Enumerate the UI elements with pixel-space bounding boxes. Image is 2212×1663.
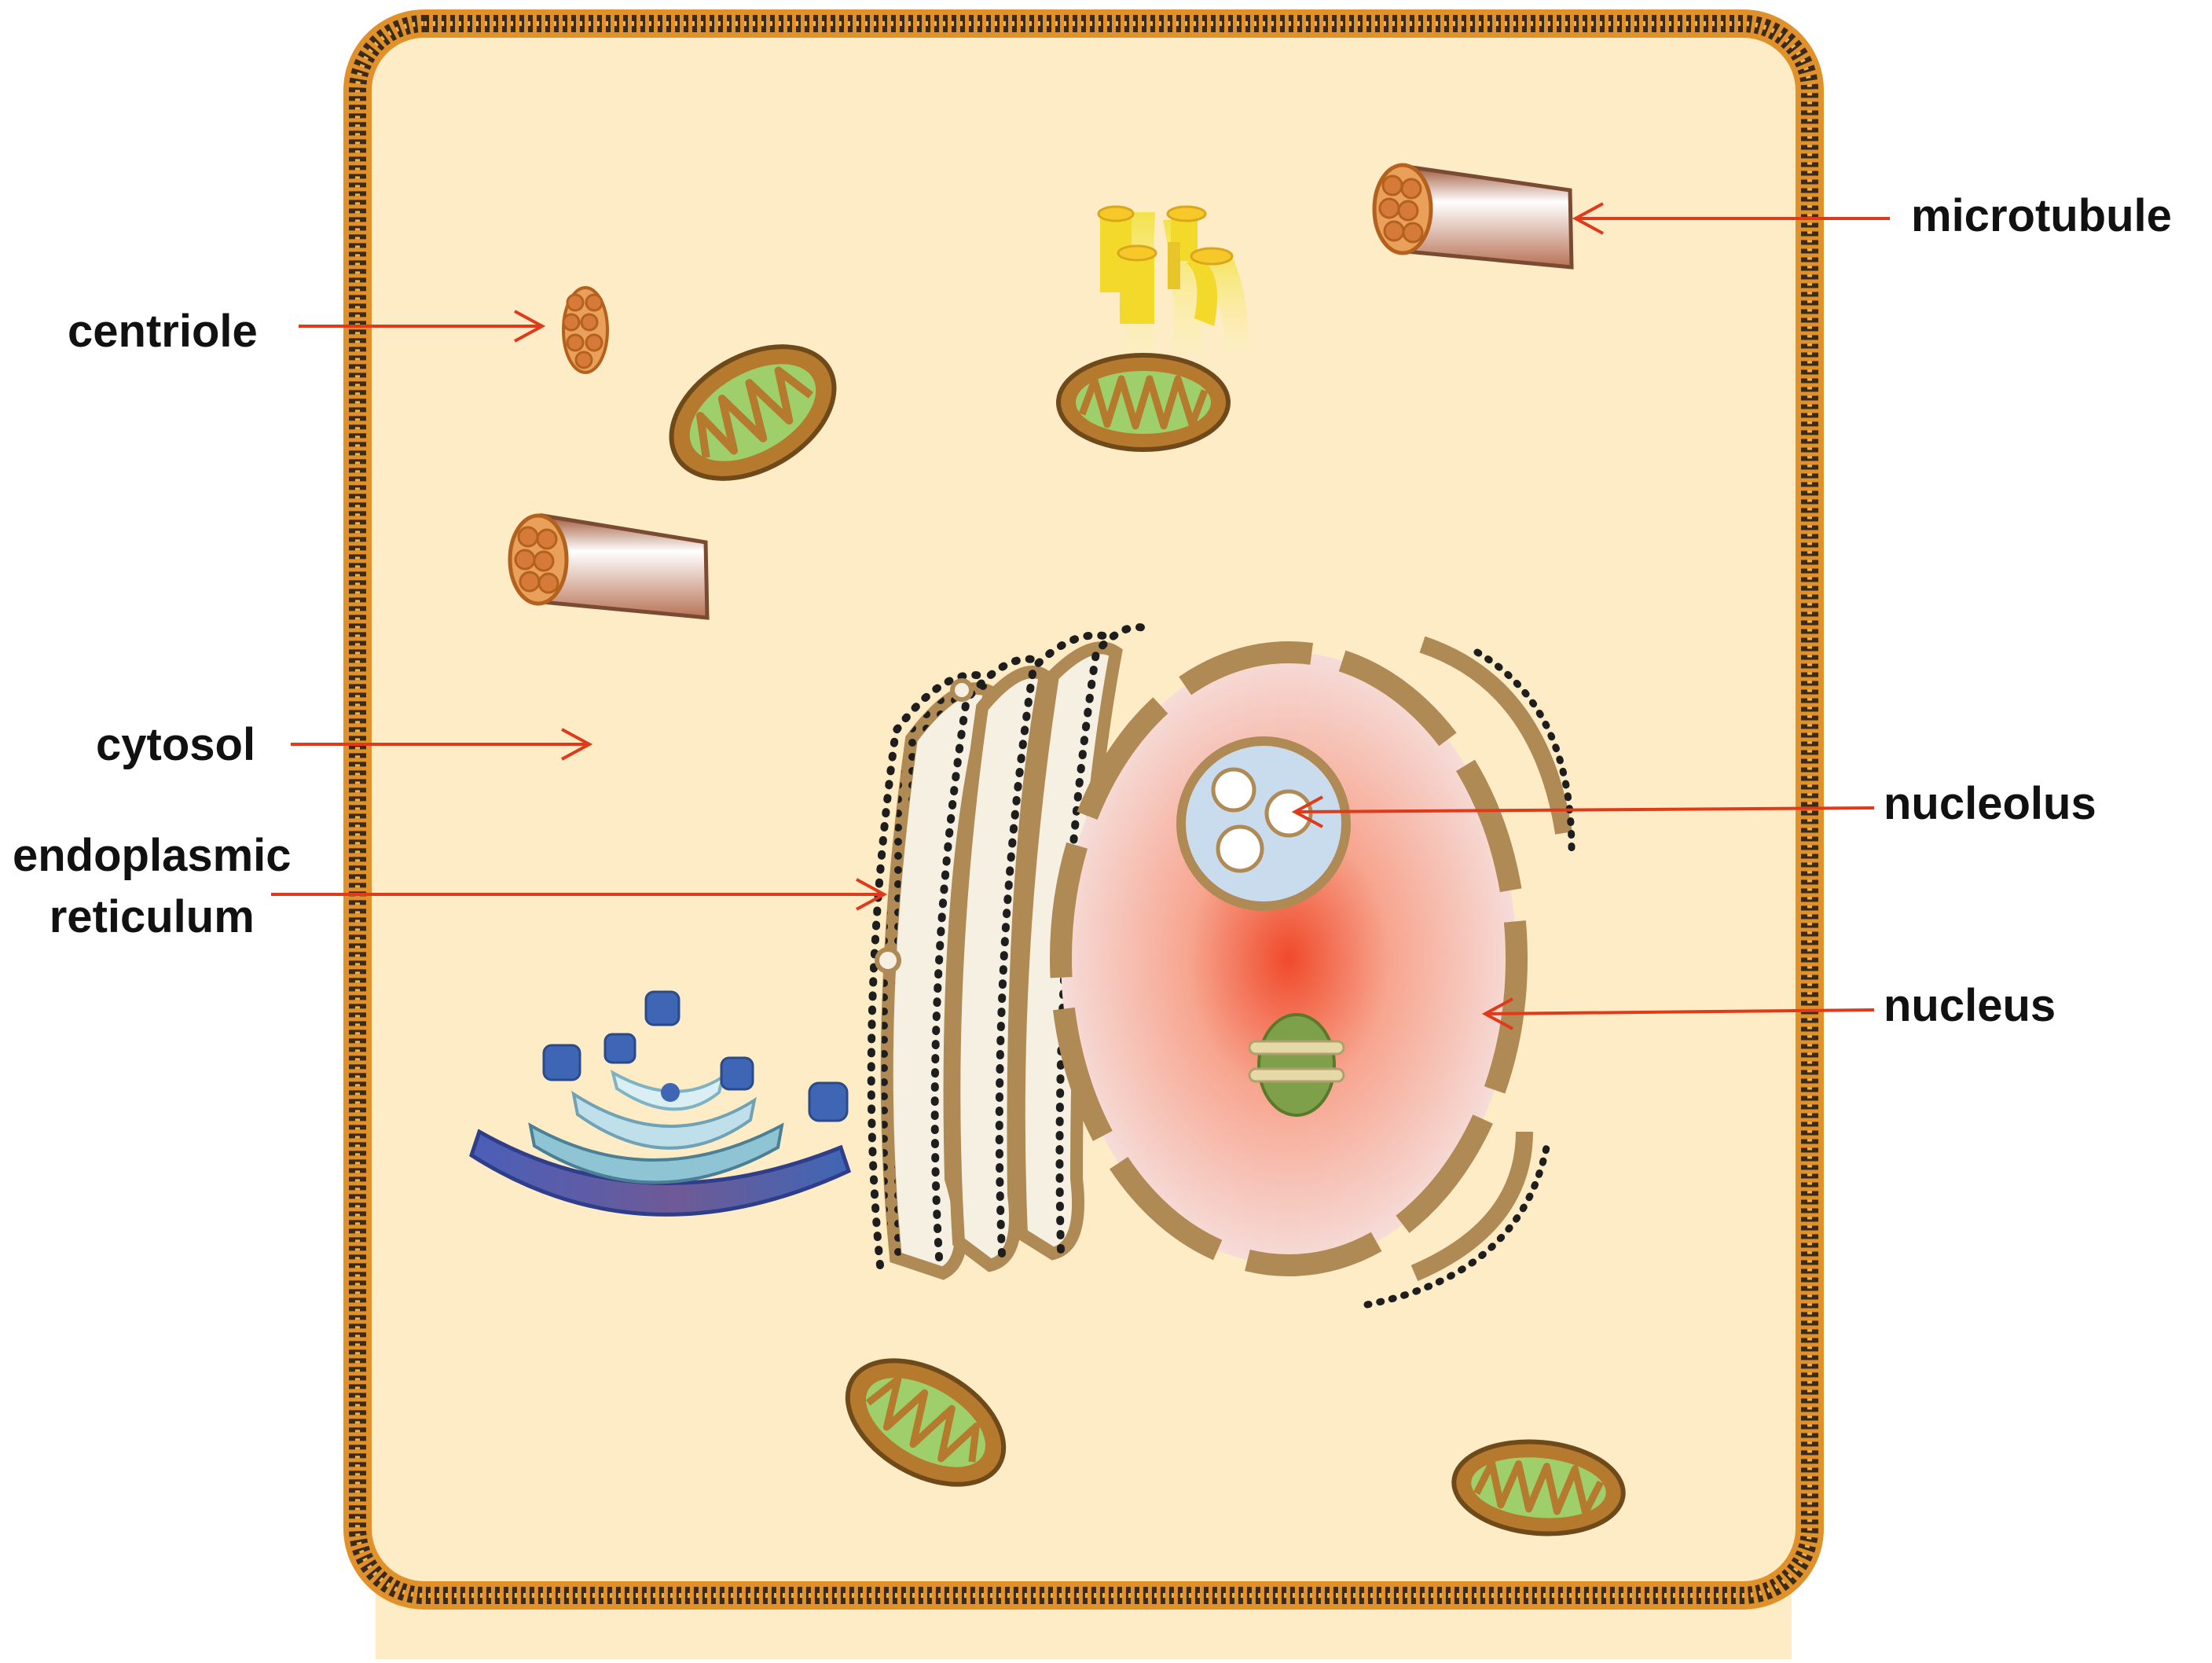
label-er-line1: endoplasmic xyxy=(13,830,292,881)
label-nucleolus: nucleolus xyxy=(1884,778,2096,829)
mitochondrion-1 xyxy=(669,344,837,481)
golgi-apparatus xyxy=(469,990,852,1217)
mitochondrion-3 xyxy=(845,1358,1007,1487)
cilia-shape xyxy=(1097,205,1249,354)
centriole-shape xyxy=(562,286,609,374)
label-nucleus: nucleus xyxy=(1884,980,2056,1031)
mitochondrion-4 xyxy=(1451,1439,1626,1536)
microtubule-shape xyxy=(1372,163,1574,270)
label-centriole: centriole xyxy=(68,306,258,357)
pointer-arrows xyxy=(271,202,1890,1030)
label-endoplasmic-reticulum: endoplasmic reticulum xyxy=(13,825,292,948)
mitochondrion-2 xyxy=(1056,353,1231,452)
nucleolus-shape xyxy=(1176,736,1351,911)
chromatin-shape xyxy=(1248,1013,1345,1117)
nucleus-shape xyxy=(1050,636,1576,1309)
label-cytosol: cytosol xyxy=(96,719,256,770)
microtubule-shape-left xyxy=(508,513,710,620)
label-er-line2: reticulum xyxy=(49,891,255,942)
label-microtubule: microtubule xyxy=(1911,190,2172,241)
